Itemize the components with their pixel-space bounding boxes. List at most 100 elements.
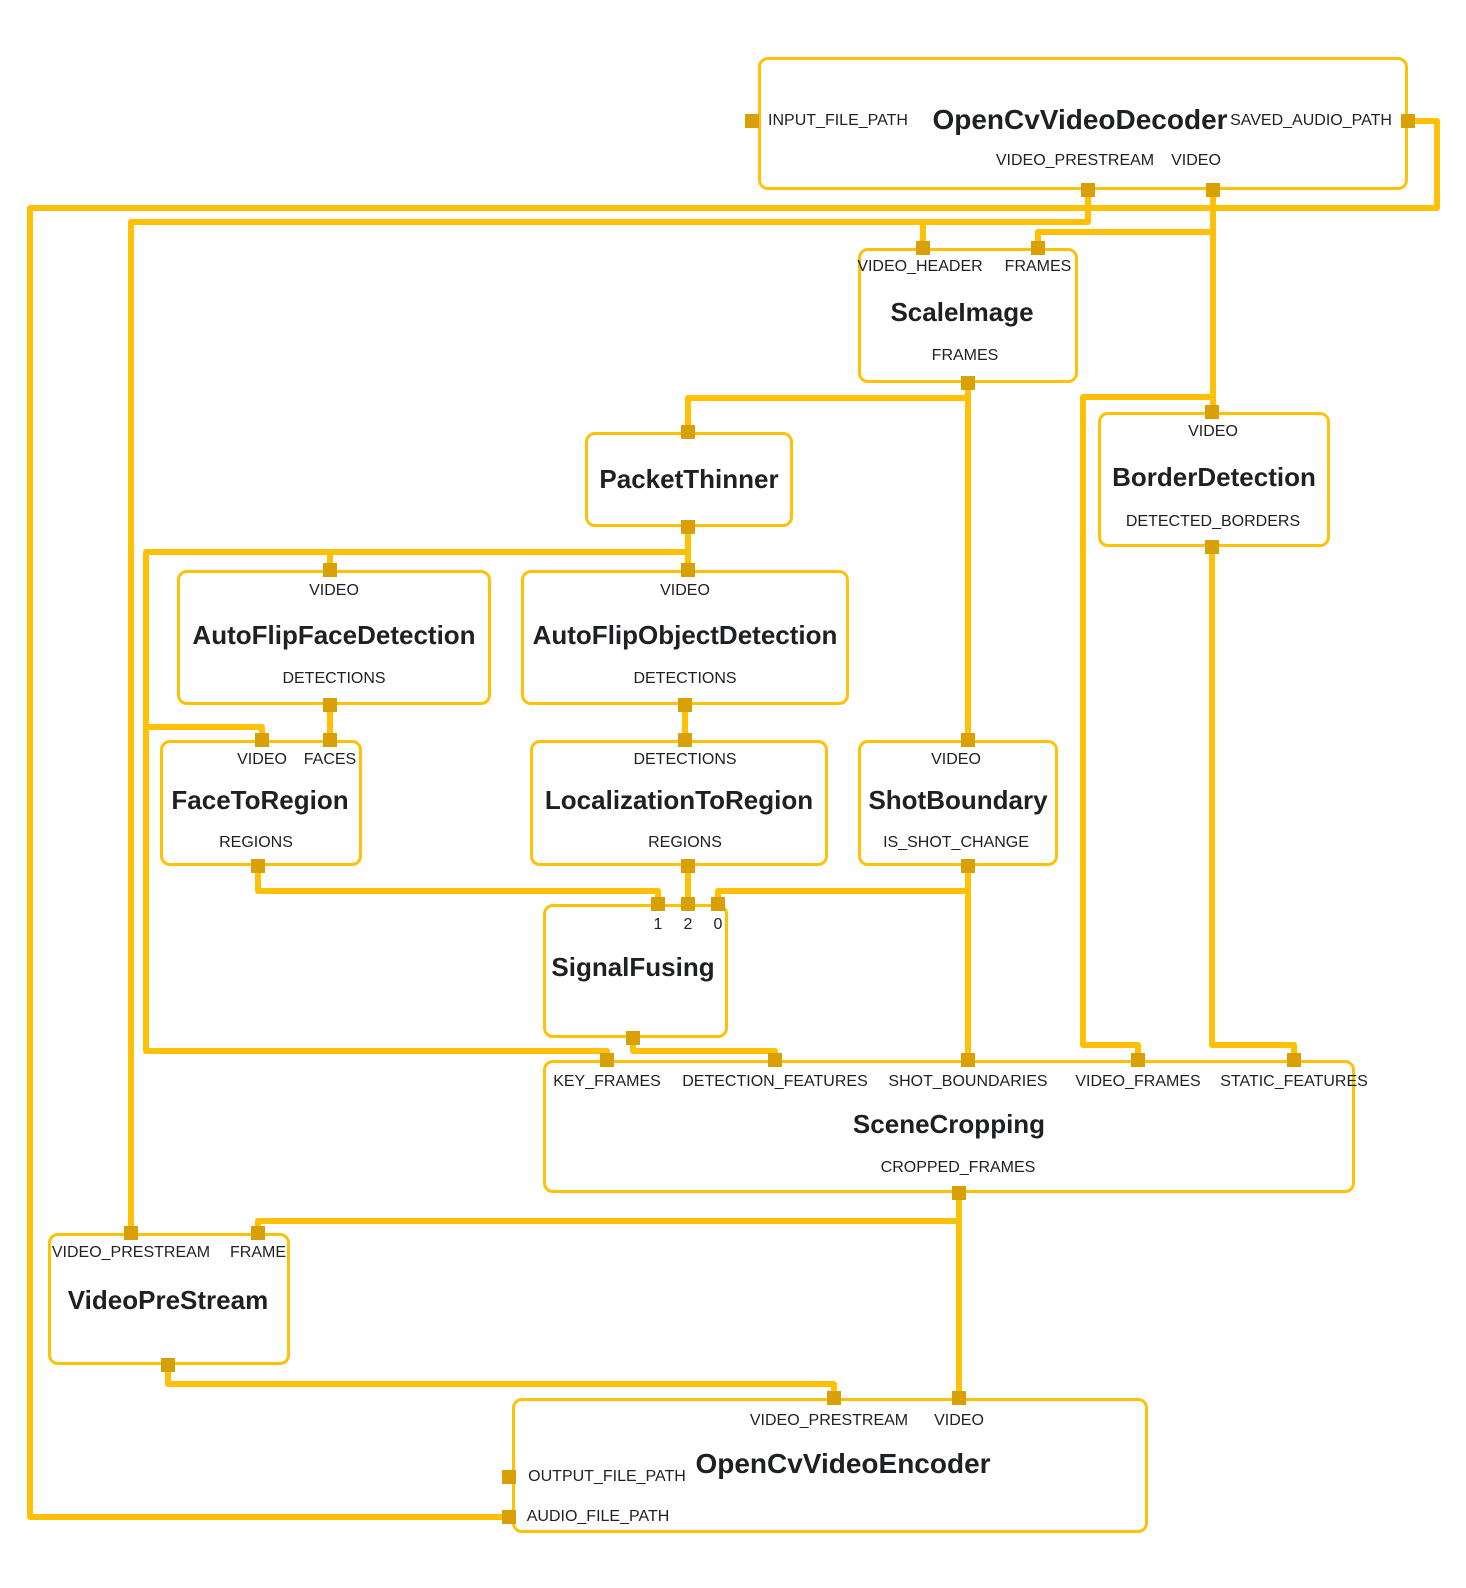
port-borderdetection-detected-borders [1205, 540, 1219, 554]
port-packetthinner-in [681, 425, 695, 439]
port-facedetection-detections [323, 698, 337, 712]
port-label: CROPPED_FRAMES [880, 1159, 1036, 1176]
node-ScaleImage[interactable] [858, 248, 1078, 383]
node-title: FaceToRegion [171, 785, 349, 815]
port-scenecropping-detection-features [768, 1053, 782, 1067]
port-label: DETECTION_FEATURES [682, 1073, 868, 1090]
port-label: SAVED_AUDIO_PATH [1230, 112, 1392, 129]
port-decoder-video-prestream [1081, 183, 1095, 197]
stream-index-label: 1 [653, 916, 663, 933]
node-OpenCvVideoDecoder[interactable] [758, 57, 1408, 190]
port-encoder-video-prestream [827, 1391, 841, 1405]
port-encoder-video [952, 1391, 966, 1405]
port-scaleimage-frames-out [961, 376, 975, 390]
port-videoprestream-video-prestream [124, 1226, 138, 1240]
port-scenecropping-shot-boundaries [961, 1053, 975, 1067]
port-label: VIDEO [237, 751, 287, 768]
port-localizationtoregion-regions [681, 859, 695, 873]
node-title: PacketThinner [599, 464, 779, 494]
port-signalfusing-in-0 [711, 897, 725, 911]
edge-video-to-video-frames [1080, 394, 1213, 1060]
port-label: REGIONS [219, 834, 293, 851]
port-objectdetection-detections [678, 698, 692, 712]
port-label: VIDEO_FRAMES [1075, 1073, 1201, 1090]
port-shotboundary-video [961, 733, 975, 747]
edge-scaled-frames-to-packetthinner [685, 395, 968, 432]
edge-cropped-frames-to-prestream-frame [255, 1218, 959, 1233]
node-title: LocalizationToRegion [544, 785, 814, 815]
port-label: VIDEO [660, 582, 710, 599]
edge-is-shot-change-to-signalfusing-0 [715, 888, 968, 904]
port-label: STATIC_FEATURES [1220, 1073, 1368, 1090]
edge-thinned-video-to-facetoregion [146, 724, 265, 740]
port-scenecropping-key-frames [600, 1053, 614, 1067]
port-scaleimage-frames-in [1031, 241, 1045, 255]
edge-video-to-scaleimage-frames [1035, 229, 1213, 248]
port-facetoregion-video [255, 733, 269, 747]
node-SceneCropping[interactable] [543, 1060, 1355, 1193]
port-signalfusing-in-2 [681, 897, 695, 911]
port-label: KEY_FRAMES [553, 1073, 661, 1090]
port-label: DETECTIONS [633, 751, 737, 768]
port-shotboundary-is-shot-change [961, 859, 975, 873]
port-packetthinner-out [681, 520, 695, 534]
node-title: ShotBoundary [868, 785, 1048, 815]
port-label: AUDIO_FILE_PATH [526, 1508, 670, 1525]
port-facetoregion-faces [323, 733, 337, 747]
port-label: VIDEO [934, 1412, 984, 1429]
port-facetoregion-regions [251, 859, 265, 873]
port-label: VIDEO_PRESTREAM [51, 1244, 211, 1261]
node-title: SceneCropping [852, 1109, 1046, 1139]
port-label: VIDEO [1188, 423, 1238, 440]
port-decoder-input-file-path [745, 114, 759, 128]
port-scenecropping-cropped-frames [952, 1186, 966, 1200]
edge-face-regions-to-signalfusing-1 [255, 866, 661, 904]
port-label: FRAMES [1004, 258, 1072, 275]
port-label: IS_SHOT_CHANGE [883, 834, 1029, 851]
edge-video-prestream-bus [128, 190, 1091, 1233]
node-title: AutoFlipFaceDetection [192, 620, 476, 650]
node-title: OpenCvVideoEncoder [695, 1448, 991, 1479]
node-title: BorderDetection [1112, 462, 1316, 492]
edge-saved-audio-path-to-audio-file-path [27, 118, 1440, 1520]
port-label: VIDEO_HEADER [857, 258, 983, 275]
port-label: VIDEO [931, 751, 981, 768]
port-encoder-audio-file-path [502, 1510, 516, 1524]
port-facedetection-video [323, 563, 337, 577]
node-title: VideoPreStream [67, 1285, 269, 1315]
node-title: SignalFusing [551, 952, 715, 982]
port-label: VIDEO_PRESTREAM [995, 152, 1155, 169]
port-label: OUTPUT_FILE_PATH [528, 1468, 686, 1485]
port-label: FRAMES [931, 347, 999, 364]
port-label: REGIONS [648, 834, 722, 851]
port-label: FRAME [230, 1244, 286, 1261]
edge-detected-borders-to-static-features [1209, 547, 1297, 1060]
port-signalfusing-out [626, 1031, 640, 1045]
port-objectdetection-video [681, 563, 695, 577]
port-videoprestream-out [161, 1358, 175, 1372]
port-label: DETECTED_BORDERS [1125, 513, 1301, 530]
edge-prestream-to-encoder-prestream [165, 1365, 837, 1398]
port-label: VIDEO_PRESTREAM [749, 1412, 909, 1429]
node-SignalFusing[interactable] [543, 904, 728, 1038]
port-videoprestream-frame [251, 1226, 265, 1240]
port-localizationtoregion-detections [678, 733, 692, 747]
port-signalfusing-in-1 [651, 897, 665, 911]
port-decoder-saved-audio-path [1401, 114, 1415, 128]
port-scenecropping-video-frames [1131, 1053, 1145, 1067]
port-label: VIDEO [1171, 152, 1221, 169]
stream-index-label: 0 [713, 916, 723, 933]
node-ShotBoundary[interactable] [858, 740, 1058, 866]
port-label: DETECTIONS [282, 670, 386, 687]
node-BorderDetection[interactable] [1098, 412, 1330, 547]
stream-index-label: 2 [683, 916, 693, 933]
port-label: INPUT_FILE_PATH [768, 112, 908, 129]
port-scaleimage-video-header [916, 241, 930, 255]
node-title: OpenCvVideoDecoder [932, 104, 1228, 135]
edge-fused-signals-to-detection-features [630, 1038, 778, 1060]
port-label: FACES [303, 751, 357, 768]
port-decoder-video [1206, 183, 1220, 197]
node-title: ScaleImage [890, 297, 1034, 327]
node-AutoFlipObjectDetection[interactable] [521, 570, 849, 705]
